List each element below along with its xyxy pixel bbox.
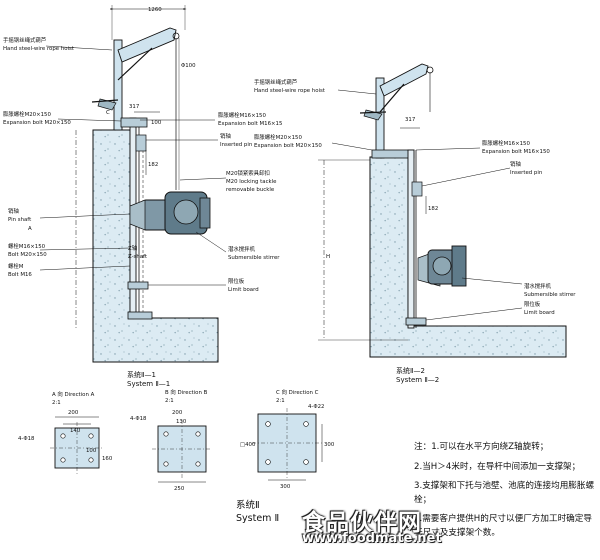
system1-buckle-en2: removable buckle — [226, 187, 275, 193]
detail-b-4phi18: 4-Φ18 — [130, 416, 147, 422]
system1-dim-100: 100 — [151, 120, 162, 126]
system2-dim-182: 182 — [428, 206, 438, 212]
detail-c-300b: 300 — [280, 484, 291, 490]
watermark-url: www.foodmate.net — [302, 531, 442, 546]
system1-dim-182: 182 — [148, 162, 158, 168]
detail-a-200: 200 — [68, 410, 79, 416]
system1-hoist-en: Hand steel-wire rope hoist — [3, 46, 74, 52]
system2-hoist-cn: 手摇钢丝绳式葫芦 — [254, 78, 298, 86]
system2-title-cn: 系统Ⅱ — [236, 499, 260, 511]
note-1: 注：1.可以在水平方向绕Z轴旋转； — [414, 442, 549, 452]
system2-stirrer-en: Submersible stirrer — [524, 292, 576, 298]
detail-c-300: 300 — [324, 442, 335, 448]
system1-dim-phi100: Φ100 — [181, 63, 196, 69]
system2-concrete — [369, 156, 567, 358]
system1-dim-317: 317 — [129, 104, 139, 110]
watermark-logo: 食品伙伴网 — [302, 510, 422, 536]
detail-c-title: C 向 Direction C — [276, 388, 319, 396]
system1-pin-cn: 销轴 — [220, 132, 231, 140]
system2-stirrer — [417, 245, 467, 287]
system1-title-cn: 系统Ⅱ—1 — [127, 370, 156, 379]
system1-diagram: 1260 Φ100 C 100 317 182 手摇钢丝绳式葫芦 Hand st… — [3, 5, 282, 388]
system1-buckle-cn: M20锁紧索具卸扣 — [226, 169, 270, 177]
system2-hoist-en: Hand steel-wire rope hoist — [254, 88, 325, 94]
system1-dim-c: C — [106, 110, 110, 116]
detail-b-title: B 向 Direction B — [165, 388, 208, 396]
system1-limit-cn: 限位板 — [228, 277, 245, 285]
detail-c-400: □400 — [240, 442, 256, 448]
system1-title-en: System Ⅱ—1 — [127, 380, 170, 388]
system1-limit-en: Limit board — [228, 287, 259, 293]
system1-bolt16b-en: Bolt M16 — [8, 272, 32, 278]
detail-a-100: 100 — [86, 448, 97, 454]
detail-b-scale: 2:1 — [165, 398, 174, 404]
system2-pin-en: Inserted pin — [510, 170, 542, 176]
system1-zshaft-cn: Z轴 — [128, 244, 137, 252]
note-4: 4.需要客户提供H的尺寸以便厂方加工时确定导杆尺寸及支撑架个数。 — [414, 514, 592, 538]
system1-dim-1260: 1260 — [148, 7, 162, 13]
system1-zshaft-en: Z-shaft — [128, 254, 147, 260]
system1-pinshaft-cn: 销轴 — [8, 207, 19, 215]
system2-dim-h: H — [326, 254, 330, 260]
detail-c-scale: 2:1 — [276, 398, 285, 404]
system1-pin-en: Inserted pin — [220, 142, 252, 148]
system1-bolt-left-cn: 膨胀螺栓M20×150 — [3, 110, 51, 118]
system1-stirrer — [129, 191, 211, 235]
system2-title-en: System Ⅱ—2 — [396, 376, 439, 384]
system2-limit-cn: 限位板 — [524, 300, 541, 308]
system1-bolt-left-en: Expansion bolt M20×150 — [3, 120, 71, 126]
system1-stirrer-en: Submersible stirrer — [228, 255, 280, 261]
system2-bolt-left-cn: 膨胀螺栓M20×150 — [254, 133, 302, 141]
detail-view-b: B 向 Direction B 2:1 200 130 4-Φ18 250 — [130, 388, 212, 492]
system2-limit-en: Limit board — [524, 310, 555, 316]
system2-bolt-right-en: Expansion bolt M16×150 — [482, 149, 550, 155]
detail-b-250: 250 — [174, 486, 185, 492]
system2-bolt-left-en: Expansion bolt M20×150 — [254, 143, 322, 149]
detail-b-130: 130 — [176, 419, 187, 425]
system1-bolt-right-en: Expansion bolt M16×15 — [218, 121, 282, 127]
detail-c-4phi22: 4-Φ22 — [308, 404, 324, 410]
system2-stirrer-cn: 潜水搅拌机 — [524, 282, 552, 290]
system2-dim-317: 317 — [405, 117, 415, 123]
system2-diagram: 317 182 H 手摇钢丝绳式葫芦 Hand steel-wire rope … — [254, 63, 576, 384]
notes-block: 注：1.可以在水平方向绕Z轴旋转； 2.当H＞4米时，在导杆中间添加一支撑架； … — [414, 441, 600, 547]
detail-a-4phi18: 4-Φ18 — [18, 436, 35, 442]
system2-pin-cn: 销轴 — [510, 160, 521, 168]
note-3: 3.支撑架和下托与池壁、池底的连接均用膨胀螺栓； — [414, 481, 595, 505]
detail-a-title: A 向 Direction A — [52, 390, 95, 398]
system1-bolt-right-cn: 膨胀螺栓M16×150 — [218, 111, 266, 119]
system1-hoist-cn: 手摇钢丝绳式葫芦 — [3, 36, 47, 44]
system1-buckle-en1: M20 locking tackle — [226, 179, 277, 185]
system1-bolt16-cn: 螺栓M16×150 — [8, 242, 46, 250]
system1-stirrer-cn: 潜水搅拌机 — [228, 245, 256, 253]
detail-a-scale: 2:1 — [52, 400, 61, 406]
detail-view-c: C 向 Direction C 2:1 4-Φ22 □400 300 300 — [240, 388, 335, 490]
system2-title-cn: 系统Ⅱ—2 — [396, 366, 425, 375]
system1-pinshaft-en: Pin shaft — [8, 217, 31, 223]
system1-bolt16b-cn: 螺栓M — [8, 262, 24, 270]
note-2: 2.当H＞4米时，在导杆中间添加一支撑架； — [414, 461, 581, 472]
system2-bolt-right-cn: 膨胀螺栓M16×150 — [482, 139, 530, 147]
detail-a-140: 140 — [70, 428, 81, 434]
detail-a-160: 160 — [102, 456, 113, 462]
system1-pinshaft-a: A — [28, 226, 32, 232]
detail-view-a: A 向 Direction A 2:1 200 140 4-Φ18 160 10… — [18, 390, 113, 474]
detail-b-200: 200 — [172, 410, 183, 416]
system1-bolt16-en: Bolt M20×150 — [8, 252, 47, 258]
system2-title-en: System Ⅱ — [236, 513, 279, 524]
